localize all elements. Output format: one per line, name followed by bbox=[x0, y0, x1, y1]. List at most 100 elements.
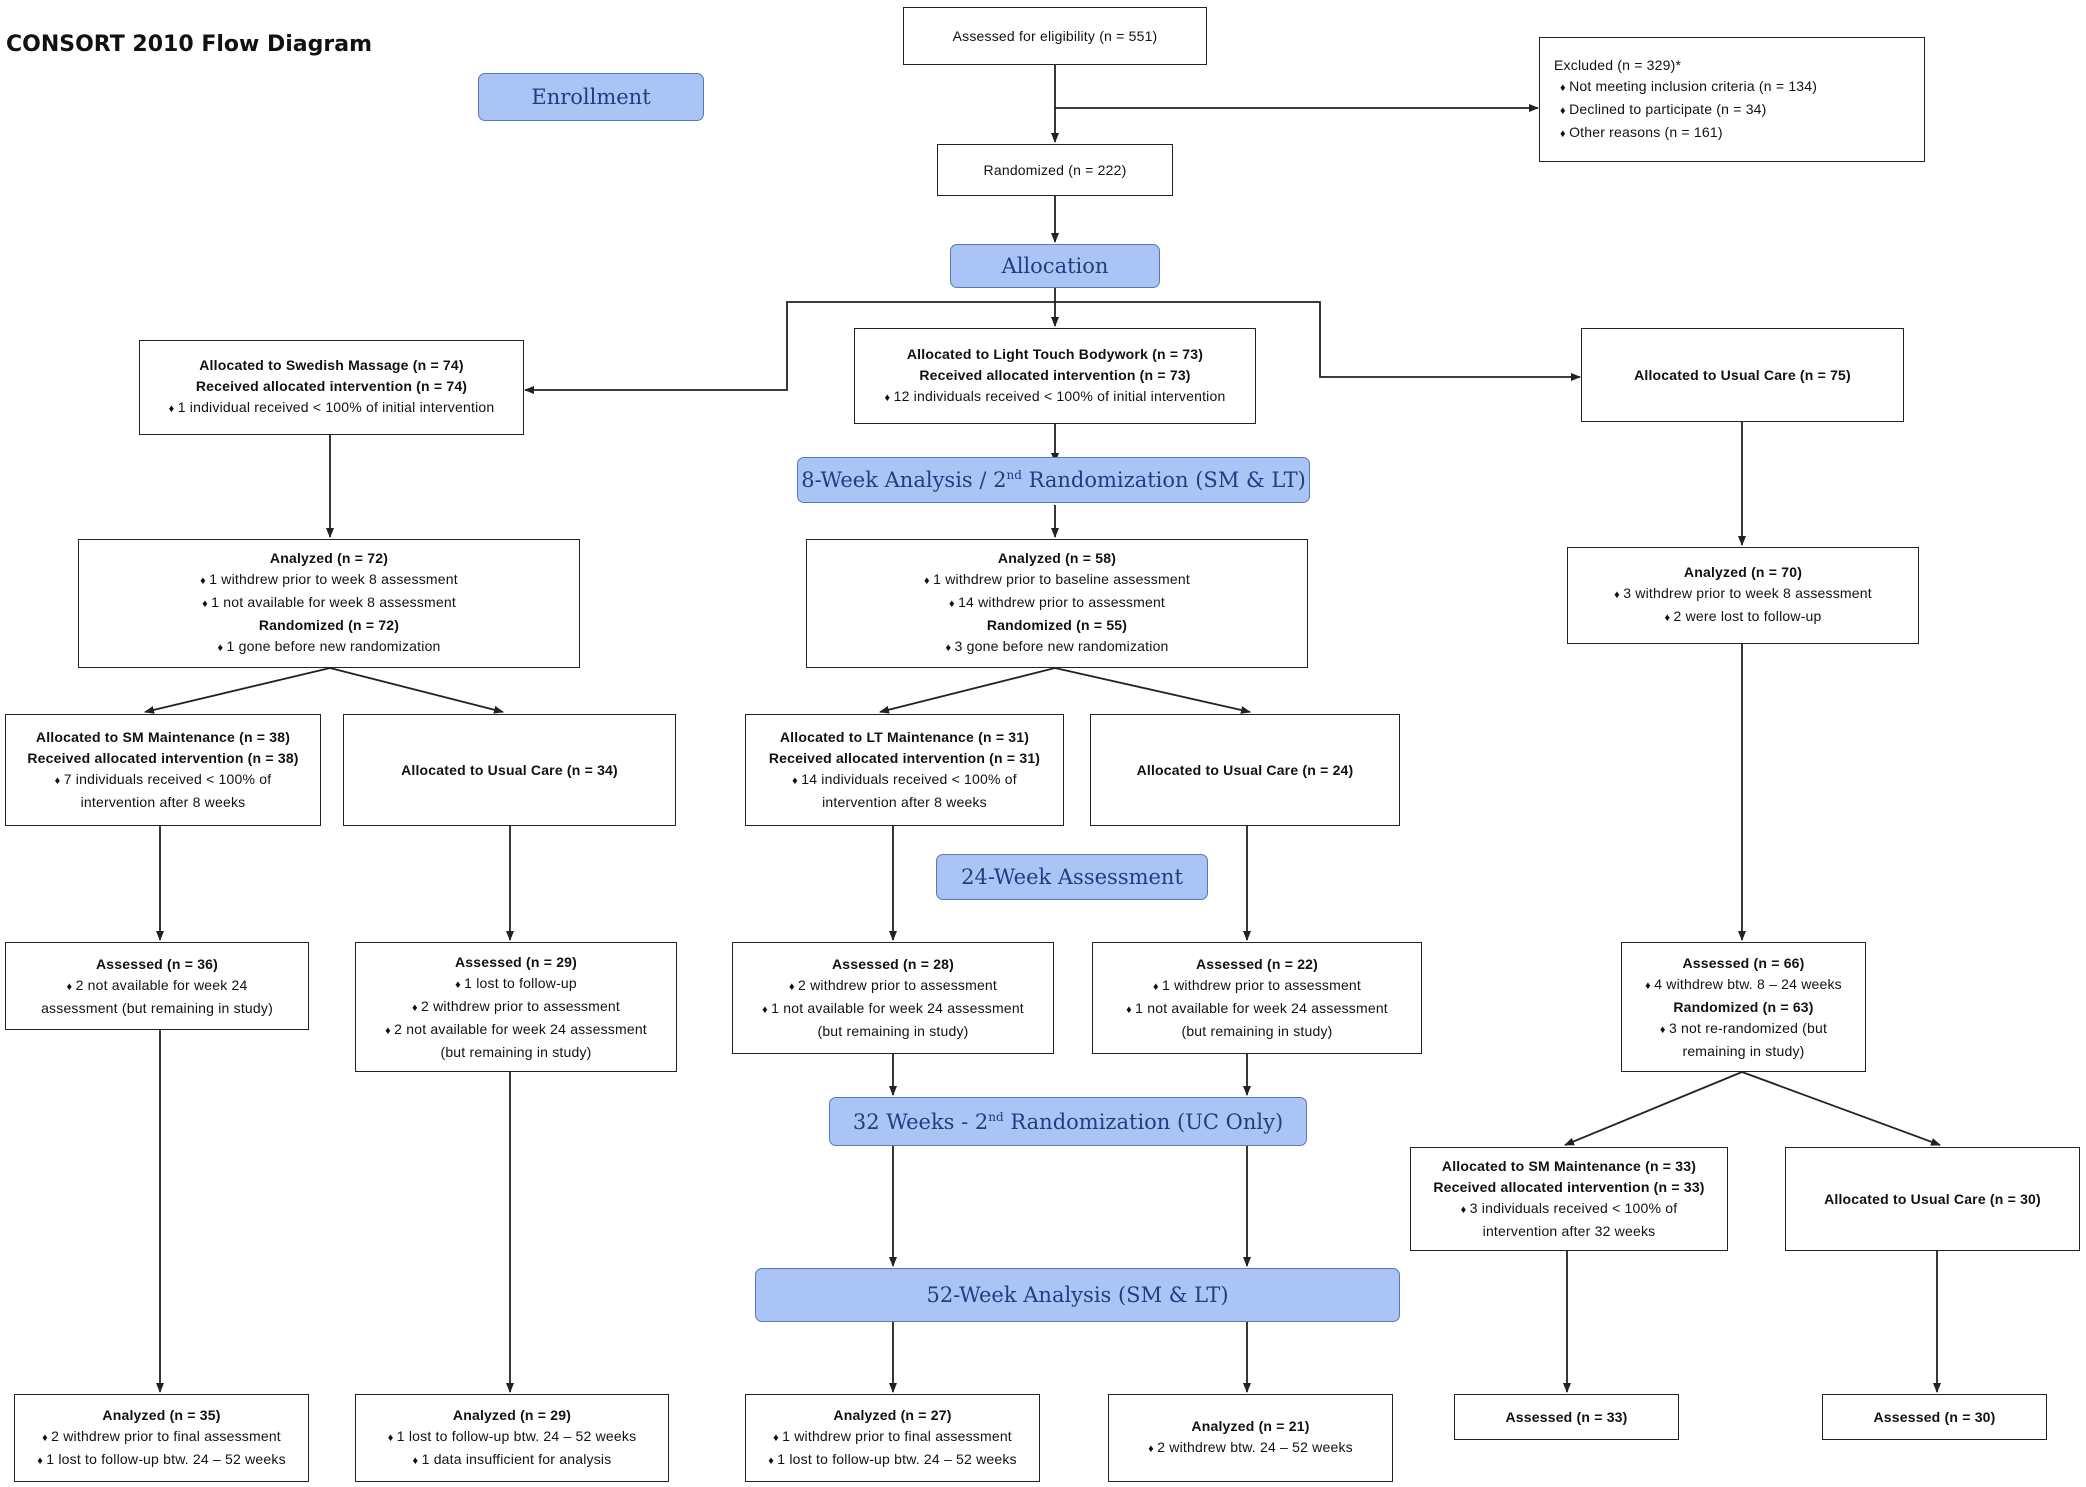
box-line: Allocated to Usual Care (n = 34) bbox=[401, 761, 618, 778]
box-line: Assessed (n = 22) bbox=[1195, 956, 1319, 972]
box-final-lt-maint: Analyzed (n = 27) 1 withdrew prior to fin… bbox=[745, 1394, 1040, 1482]
stage-8-week-text-a: 8-Week Analysis / 2 bbox=[801, 468, 1007, 492]
box-line: 1 lost to follow-up bbox=[455, 973, 577, 996]
box-line: 14 individuals received < 100% of bbox=[792, 769, 1017, 792]
box-line: (but remaining in study) bbox=[1181, 1023, 1333, 1039]
box-analyzed-lt-8wk: Analyzed (n = 58) 1 withdrew prior to bas… bbox=[806, 539, 1308, 668]
arrow-lt-split-maint bbox=[879, 667, 1056, 714]
arrow-uc-split-maint bbox=[1564, 1071, 1743, 1146]
box-line: 3 individuals received < 100% of bbox=[1461, 1198, 1678, 1221]
box-line: 1 not available for week 8 assessment bbox=[202, 592, 456, 615]
arrow-lt-split-uc bbox=[1054, 667, 1251, 714]
box-line: remaining in study) bbox=[1682, 1042, 1805, 1059]
diagram-title: CONSORT 2010 Flow Diagram bbox=[6, 32, 372, 57]
box-line: 14 withdrew prior to assessment bbox=[949, 592, 1165, 615]
box-line: Assessed (n = 36) bbox=[95, 955, 219, 972]
box-line: 4 withdrew btw. 8 – 24 weeks bbox=[1645, 974, 1842, 997]
box-line: 3 withdrew prior to week 8 assessment bbox=[1614, 583, 1872, 606]
box-final-uc-sm: Assessed (n = 33) bbox=[1454, 1394, 1679, 1440]
box-line: 1 withdrew prior to assessment bbox=[1153, 975, 1361, 998]
box-line: Allocated to Swedish Massage (n = 74) bbox=[199, 357, 464, 373]
box-line: 1 gone before new randomization bbox=[217, 636, 441, 659]
arrow-sm-split-uc bbox=[329, 667, 504, 714]
box-line: Not meeting inclusion criteria (n = 134) bbox=[1554, 76, 1817, 99]
stage-32-week-label: 32 Weeks - 2nd Randomization (UC Only) bbox=[853, 1110, 1283, 1134]
arrow-uc-split-uc bbox=[1741, 1071, 1941, 1146]
box-sm-usual-care: Allocated to Usual Care (n = 34) bbox=[343, 714, 676, 826]
box-line: 2 withdrew prior to assessment bbox=[789, 975, 997, 998]
stage-8-week-analysis: 8-Week Analysis / 2nd Randomization (SM … bbox=[797, 457, 1310, 503]
box-line: 2 withdrew prior to final assessment bbox=[42, 1426, 281, 1449]
box-lt-usual-care: Allocated to Usual Care (n = 24) bbox=[1090, 714, 1400, 826]
box-line: Analyzed (n = 58) bbox=[997, 550, 1117, 566]
box-uc-usual-care: Allocated to Usual Care (n = 30) bbox=[1785, 1147, 2080, 1251]
stage-enrollment: Enrollment bbox=[478, 73, 704, 121]
box-excluded: Excluded (n = 329)* Not meeting inclusion… bbox=[1539, 37, 1925, 162]
box-final-sm-uc: Analyzed (n = 29) 1 lost to follow-up btw… bbox=[355, 1394, 669, 1482]
stage-8-week-sup: nd bbox=[1006, 468, 1022, 482]
box-line: 1 not available for week 24 assessment bbox=[1126, 998, 1388, 1021]
stage-32-week-randomization: 32 Weeks - 2nd Randomization (UC Only) bbox=[829, 1097, 1307, 1146]
box-line: Assessed for eligibility (n = 551) bbox=[952, 27, 1158, 44]
box-line: 1 not available for week 24 assessment bbox=[762, 998, 1024, 1021]
box-line: 1 lost to follow-up btw. 24 – 52 weeks bbox=[388, 1426, 637, 1449]
box-lt-maintenance: Allocated to LT Maintenance (n = 31) Rece… bbox=[745, 714, 1064, 826]
box-line: Analyzed (n = 35) bbox=[102, 1406, 221, 1423]
box-line: Declined to participate (n = 34) bbox=[1554, 99, 1767, 122]
box-line: Analyzed (n = 27) bbox=[833, 1406, 952, 1423]
stage-allocation-label: Allocation bbox=[1001, 254, 1109, 278]
box-line: 2 were lost to follow-up bbox=[1664, 606, 1822, 629]
box-line: 2 not available for week 24 bbox=[66, 975, 248, 998]
box-final-sm-maint: Analyzed (n = 35) 2 withdrew prior to fin… bbox=[14, 1394, 309, 1482]
stage-52-week-label: 52-Week Analysis (SM & LT) bbox=[926, 1283, 1229, 1307]
box-line: (but remaining in study) bbox=[817, 1023, 969, 1039]
box-line: Received allocated intervention (n = 38) bbox=[27, 750, 299, 766]
box-line: intervention after 8 weeks bbox=[80, 794, 246, 810]
box-line: Assessed (n = 30) bbox=[1873, 1408, 1996, 1425]
box-line: 1 withdrew prior to baseline assessment bbox=[924, 569, 1190, 592]
stage-32-week-text-a: 32 Weeks - 2 bbox=[852, 1109, 989, 1134]
box-line: 12 individuals received < 100% of initia… bbox=[885, 386, 1226, 409]
stage-52-week-analysis: 52-Week Analysis (SM & LT) bbox=[755, 1268, 1400, 1322]
box-assessed-eligibility: Assessed for eligibility (n = 551) bbox=[903, 7, 1207, 65]
box-line: Analyzed (n = 29) bbox=[452, 1406, 572, 1423]
stage-allocation: Allocation bbox=[950, 244, 1160, 288]
box-analyzed-sm-8wk: Analyzed (n = 72) 1 withdrew prior to wee… bbox=[78, 539, 580, 668]
box-line: Allocated to Light Touch Bodywork (n = 7… bbox=[906, 345, 1204, 362]
box-line: 1 lost to follow-up btw. 24 – 52 weeks bbox=[37, 1449, 286, 1472]
box-line: Allocated to SM Maintenance (n = 33) bbox=[1441, 1158, 1697, 1174]
box-final-uc-uc: Assessed (n = 30) bbox=[1822, 1394, 2047, 1440]
box-line: 1 data insufficient for analysis bbox=[413, 1449, 612, 1472]
box-line: Assessed (n = 33) bbox=[1505, 1408, 1628, 1425]
box-line: Randomized (n = 222) bbox=[983, 161, 1127, 178]
box-line: Analyzed (n = 21) bbox=[1191, 1418, 1310, 1434]
box-line: Received allocated intervention (n = 31) bbox=[768, 750, 1041, 766]
box-line: 1 withdrew prior to week 8 assessment bbox=[200, 569, 458, 592]
box-allocated-swedish-massage: Allocated to Swedish Massage (n = 74) Rec… bbox=[139, 340, 524, 435]
box-line: 2 withdrew btw. 24 – 52 weeks bbox=[1148, 1437, 1353, 1460]
box-line: intervention after 32 weeks bbox=[1482, 1223, 1656, 1239]
box-line: Randomized (n = 55) bbox=[986, 617, 1128, 633]
box-assessed-sm-maint-24wk: Assessed (n = 36) 2 not available for wee… bbox=[5, 942, 309, 1030]
box-line: (but remaining in study) bbox=[440, 1043, 592, 1060]
box-line: assessment (but remaining in study) bbox=[41, 999, 273, 1016]
box-line: Other reasons (n = 161) bbox=[1554, 122, 1723, 145]
box-sm-maintenance: Allocated to SM Maintenance (n = 38)Rece… bbox=[5, 714, 321, 826]
box-line: Randomized (n = 63) bbox=[1673, 998, 1814, 1015]
box-line: Analyzed (n = 72) bbox=[269, 550, 389, 566]
box-line: Received allocated intervention (n = 74) bbox=[195, 378, 468, 394]
box-line: Allocated to LT Maintenance (n = 31) bbox=[779, 729, 1030, 745]
box-line: intervention after 8 weeks bbox=[822, 794, 987, 810]
box-line: 7 individuals received < 100% of bbox=[55, 769, 272, 792]
box-line: Excluded (n = 329)* bbox=[1554, 56, 1682, 73]
box-line: 1 lost to follow-up btw. 24 – 52 weeks bbox=[768, 1449, 1017, 1472]
box-line: 1 withdrew prior to final assessment bbox=[773, 1426, 1012, 1449]
box-final-lt-uc: Analyzed (n = 21) 2 withdrew btw. 24 – 52… bbox=[1108, 1394, 1393, 1482]
box-assessed-sm-uc-24wk: Assessed (n = 29)1 lost to follow-up2 wi… bbox=[355, 942, 677, 1072]
box-uc-sm-maintenance: Allocated to SM Maintenance (n = 33)Rece… bbox=[1410, 1147, 1728, 1251]
box-assessed-lt-uc-24wk: Assessed (n = 22) 1 withdrew prior to ass… bbox=[1092, 942, 1422, 1054]
box-line: 1 individual received < 100% of initial … bbox=[169, 397, 495, 420]
arrow-allocation-to-sm bbox=[524, 301, 1055, 394]
stage-32-week-sup: nd bbox=[988, 1109, 1004, 1124]
box-line: 3 gone before new randomization bbox=[945, 636, 1169, 659]
